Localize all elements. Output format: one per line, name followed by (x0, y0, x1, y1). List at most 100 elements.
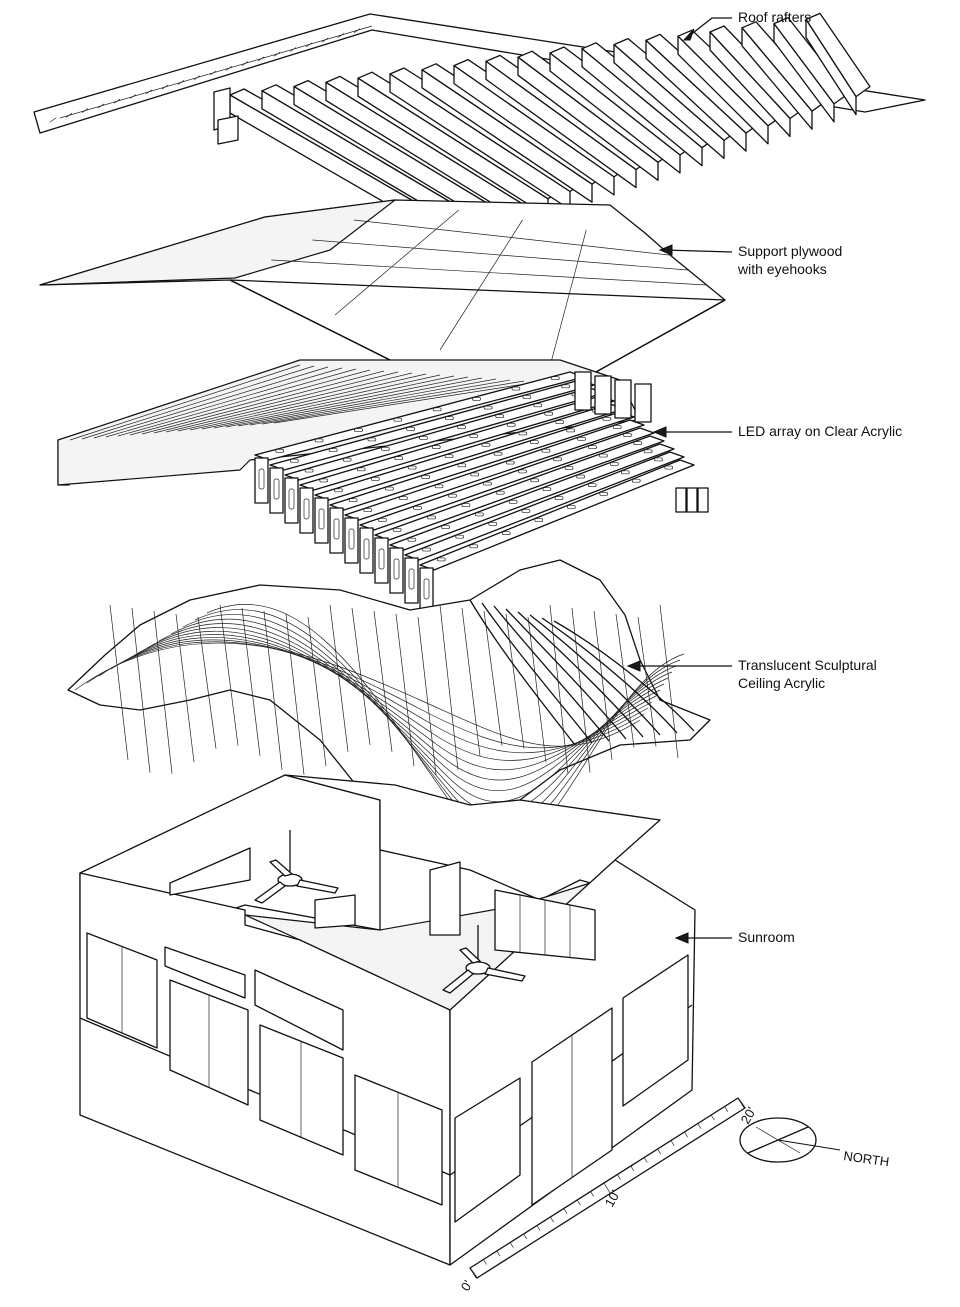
led-chip (342, 457, 352, 462)
roof-rafters-leader (683, 17, 732, 41)
ceiling-mesh-col (417, 616, 437, 775)
plywood-grid-line (544, 229, 587, 386)
led-chip (493, 451, 503, 456)
led-chip (445, 416, 454, 421)
scale-tick (670, 1140, 675, 1146)
support-plywood-label-2: with eyehooks (737, 261, 827, 277)
ceiling-mesh-col (175, 613, 195, 763)
ceiling-mesh-row (158, 623, 669, 802)
sculptural-ceiling-layer (67, 559, 711, 851)
led-chip (314, 438, 324, 443)
ceiling-mesh (74, 599, 695, 848)
eave-tick (209, 70, 217, 76)
scale-tick (523, 1233, 528, 1240)
led-chip (633, 441, 643, 446)
led-chip (518, 431, 528, 436)
led-chip (588, 445, 597, 450)
scale-tick (684, 1131, 688, 1138)
ceiling-fold (493, 605, 610, 742)
support-plywood-leader (663, 249, 733, 253)
led-back-strip (273, 381, 539, 424)
led-chip (564, 466, 574, 470)
led-chip (576, 474, 585, 479)
led-chip (413, 505, 422, 510)
scale-label-10: 10' (602, 1187, 623, 1209)
eave-tick (97, 103, 105, 109)
led-chip (392, 527, 402, 532)
led-chip (406, 426, 415, 431)
led-chip (620, 470, 630, 475)
led-chip (643, 449, 653, 454)
rafter-beam-side (453, 64, 615, 196)
ceiling-mesh-col (307, 616, 327, 767)
led-back-strip (165, 372, 413, 433)
rafter-beam-side (549, 52, 681, 174)
led-right-cap (594, 375, 612, 415)
plywood-grid-line (271, 259, 707, 286)
ceiling-fold (469, 599, 576, 746)
led-chip (367, 437, 377, 442)
rafter-beam-side (517, 56, 659, 181)
eave-tick (257, 56, 265, 62)
led-chip (534, 518, 544, 522)
rafter-beam-side (581, 48, 703, 167)
led-chip (356, 467, 366, 472)
rafter-beam-side (709, 31, 791, 138)
rafter-beam-side (613, 43, 725, 160)
callouts: Roof rafters Support plywood with eyehoo… (626, 9, 902, 945)
scale-tick (563, 1208, 568, 1214)
led-chip (448, 493, 457, 498)
eave-tick (225, 66, 233, 71)
led-array-layer (57, 359, 709, 614)
led-back-strip (225, 377, 483, 428)
led-chip (393, 417, 403, 422)
eave-tick (321, 37, 329, 43)
eave-tick (193, 75, 201, 80)
led-chip (394, 456, 404, 461)
led-chip (348, 498, 358, 503)
eave-tick (145, 89, 153, 95)
led-array-label: LED array on Clear Acrylic (738, 423, 902, 439)
led-back-strip (213, 376, 469, 429)
led-array-front-strips (254, 371, 709, 614)
led-chip (612, 425, 622, 429)
led-back-strip (81, 365, 315, 440)
led-chip (554, 496, 564, 500)
led-back-strip (129, 369, 371, 436)
ceiling-mesh-col (483, 610, 503, 746)
led-strip-end (329, 507, 344, 554)
scale-tick (536, 1225, 541, 1231)
led-chip (432, 407, 442, 412)
ceiling-fold (481, 602, 593, 744)
led-back-strip (153, 371, 399, 434)
led-right-cap (574, 371, 592, 411)
rafter-beam-side (677, 35, 769, 145)
scale-tick (603, 1182, 611, 1194)
ceiling-mesh-col (329, 604, 349, 752)
led-chip (550, 376, 560, 381)
ceiling-mesh-col (219, 604, 239, 746)
led-chip (457, 425, 466, 429)
led-chip (319, 478, 329, 483)
eave-tick (113, 98, 121, 104)
led-back-strip (261, 380, 525, 425)
ceiling-mesh-col (527, 616, 547, 763)
led-chip (541, 448, 551, 453)
led-chip (555, 420, 565, 424)
led-chip (542, 487, 552, 492)
led-back-strip (117, 368, 357, 437)
scale-tick (469, 1267, 477, 1279)
led-chip (378, 518, 387, 522)
led-chip (495, 414, 505, 419)
led-chip (427, 515, 436, 520)
led-chip (610, 462, 619, 466)
led-chip (577, 436, 586, 441)
led-chip (328, 448, 338, 452)
ceiling-fan-1 (254, 830, 339, 904)
led-back-strip (189, 374, 441, 431)
led-slot (288, 488, 295, 510)
led-chip (544, 411, 554, 416)
led-slot (273, 478, 280, 500)
ceiling-mesh-col (571, 607, 591, 773)
ceiling-mesh-col (263, 610, 283, 770)
